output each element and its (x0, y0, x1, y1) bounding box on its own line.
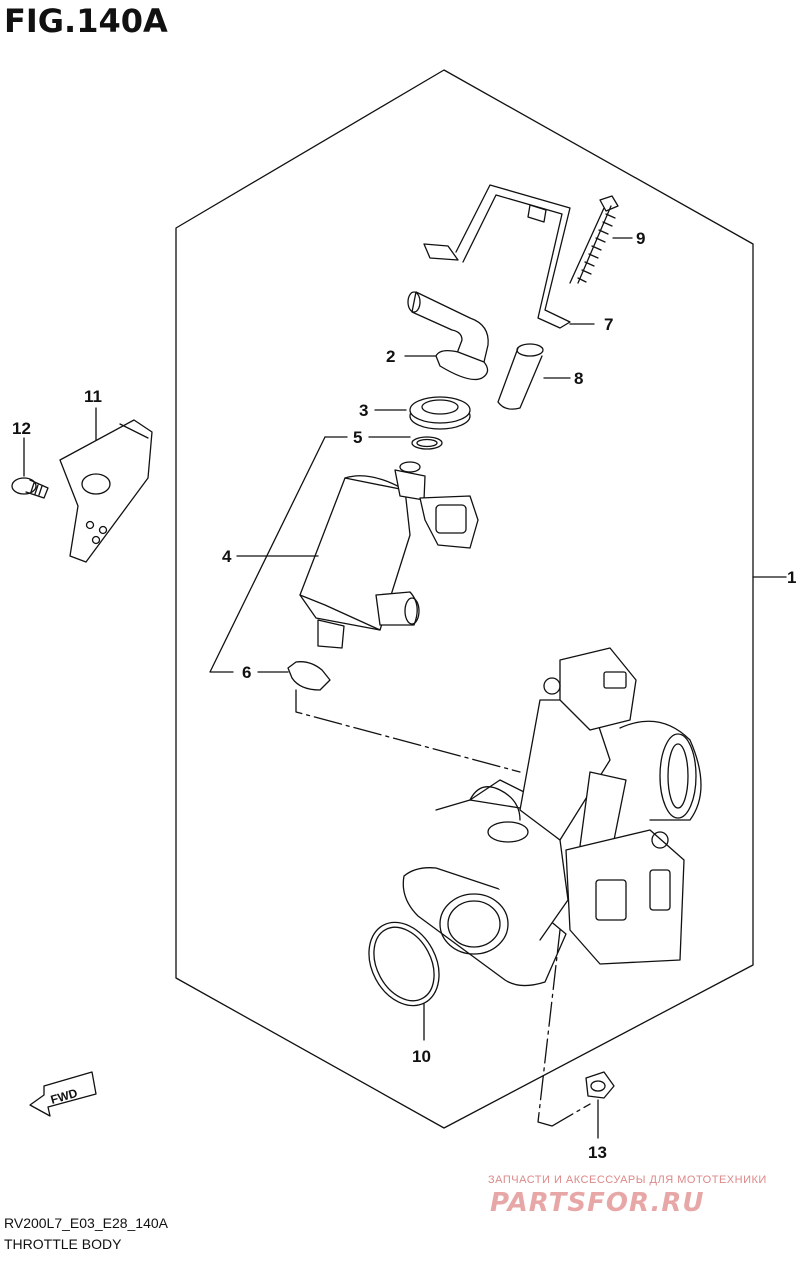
assembly-outline (175, 69, 754, 1129)
screw-part-12 (11, 437, 49, 499)
throttle-body-part-1 (402, 647, 702, 987)
callout-7: 7 (604, 315, 613, 334)
callout-6: 6 (242, 663, 251, 682)
seal-part-6 (257, 661, 331, 691)
o-ring-part-5 (368, 436, 443, 450)
figure-code: RV200L7_E03_E28_140A (4, 1215, 169, 1231)
callout-1: 1 (787, 568, 796, 587)
callout-12: 12 (12, 419, 31, 438)
callout-8: 8 (574, 369, 583, 388)
fwd-arrow-icon (29, 1071, 97, 1117)
callout-13: 13 (588, 1143, 607, 1162)
watermark-logo: PARTSFOR.RU (490, 1188, 705, 1218)
callout-10: 10 (412, 1047, 431, 1066)
watermark-tagline: ЗАПЧАСТИ И АКСЕССУАРЫ ДЛЯ МОТОТЕХНИКИ (488, 1174, 767, 1186)
o-ring-part-10 (368, 921, 440, 1041)
callout-11: 11 (84, 387, 102, 406)
grommet-part-3 (374, 396, 471, 430)
bracket-part-7 (423, 184, 595, 329)
elbow-pipe-part-2 (404, 291, 489, 381)
bracket-part-11 (59, 407, 153, 563)
callout-4: 4 (222, 547, 232, 566)
nut-part-13 (537, 929, 615, 1139)
callout-9: 9 (636, 229, 645, 248)
bolt-part-9 (569, 195, 633, 284)
figure-name: THROTTLE BODY (4, 1236, 122, 1252)
callout-3: 3 (359, 401, 368, 420)
hose-part-8 (497, 343, 571, 410)
injector-part-4 (236, 461, 479, 649)
callout-5: 5 (353, 428, 362, 447)
figure-title: FIG.140A (4, 2, 168, 40)
callout-2: 2 (386, 347, 395, 366)
